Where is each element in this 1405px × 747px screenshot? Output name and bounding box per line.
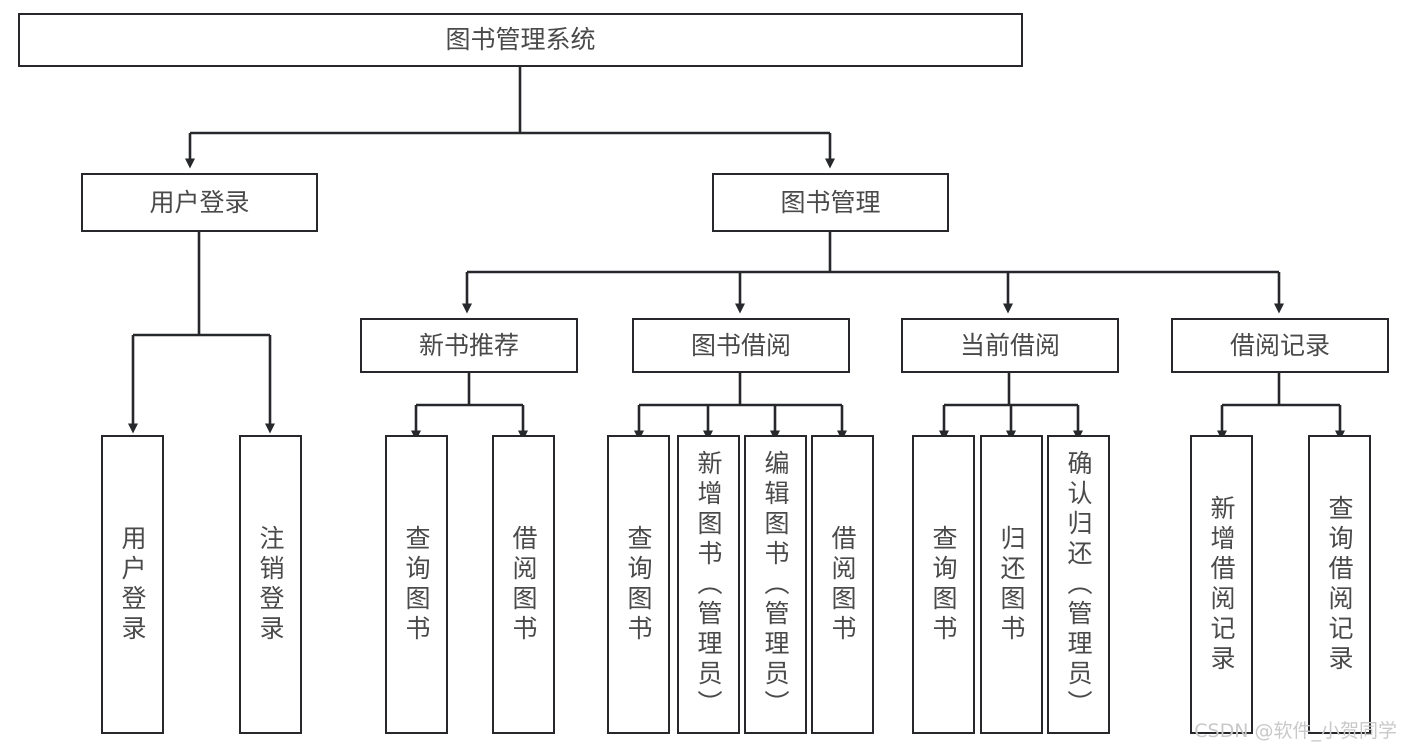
node-book-borrow-label: 图书借阅 xyxy=(690,330,791,360)
leaf-logout[interactable]: 注销登录 xyxy=(239,435,302,734)
node-book-management[interactable]: 图书管理 xyxy=(712,173,949,232)
leaf-recommend-borrow-book-label: 借阅图书 xyxy=(509,524,538,645)
leaf-borrow-query-book[interactable]: 查询图书 xyxy=(607,435,670,734)
node-new-book-recommend-label: 新书推荐 xyxy=(418,330,519,360)
leaf-recommend-borrow-book[interactable]: 借阅图书 xyxy=(492,435,555,734)
leaf-borrow-query-book-label: 查询图书 xyxy=(624,524,653,645)
node-user-login[interactable]: 用户登录 xyxy=(81,173,318,232)
node-root[interactable]: 图书管理系统 xyxy=(18,13,1023,67)
leaf-record-query-label: 查询借阅记录 xyxy=(1325,494,1354,675)
node-current-borrow[interactable]: 当前借阅 xyxy=(901,318,1119,373)
node-user-login-label: 用户登录 xyxy=(149,187,250,217)
node-borrow-record-label: 借阅记录 xyxy=(1229,330,1330,360)
leaf-current-confirm-return-label: 确认归还（管理员） xyxy=(1064,449,1093,720)
leaf-current-query-book-label: 查询图书 xyxy=(929,524,958,645)
node-book-borrow[interactable]: 图书借阅 xyxy=(632,318,850,373)
leaf-current-return-book-label: 归还图书 xyxy=(997,524,1026,645)
leaf-user-login[interactable]: 用户登录 xyxy=(101,435,164,734)
leaf-recommend-query-book[interactable]: 查询图书 xyxy=(385,435,448,734)
leaf-current-return-book[interactable]: 归还图书 xyxy=(980,435,1043,734)
leaf-record-add[interactable]: 新增借阅记录 xyxy=(1190,435,1253,734)
leaf-borrow-add-book[interactable]: 新增图书（管理员） xyxy=(677,435,740,734)
leaf-record-query[interactable]: 查询借阅记录 xyxy=(1308,435,1371,734)
leaf-borrow-borrow-book-label: 借阅图书 xyxy=(828,524,857,645)
leaf-borrow-borrow-book[interactable]: 借阅图书 xyxy=(811,435,874,734)
leaf-borrow-add-book-label: 新增图书（管理员） xyxy=(694,449,723,720)
leaf-recommend-query-book-label: 查询图书 xyxy=(402,524,431,645)
leaf-user-login-label: 用户登录 xyxy=(118,524,147,645)
node-new-book-recommend[interactable]: 新书推荐 xyxy=(360,318,578,373)
leaf-borrow-edit-book-label: 编辑图书（管理员） xyxy=(761,449,790,720)
node-current-borrow-label: 当前借阅 xyxy=(959,330,1060,360)
leaf-current-query-book[interactable]: 查询图书 xyxy=(912,435,975,734)
leaf-current-confirm-return[interactable]: 确认归还（管理员） xyxy=(1047,435,1110,734)
leaf-record-add-label: 新增借阅记录 xyxy=(1207,494,1236,675)
node-root-label: 图书管理系统 xyxy=(445,25,596,55)
leaf-borrow-edit-book[interactable]: 编辑图书（管理员） xyxy=(744,435,807,734)
leaf-logout-label: 注销登录 xyxy=(256,524,285,645)
node-book-management-label: 图书管理 xyxy=(780,187,881,217)
node-borrow-record[interactable]: 借阅记录 xyxy=(1171,318,1389,373)
